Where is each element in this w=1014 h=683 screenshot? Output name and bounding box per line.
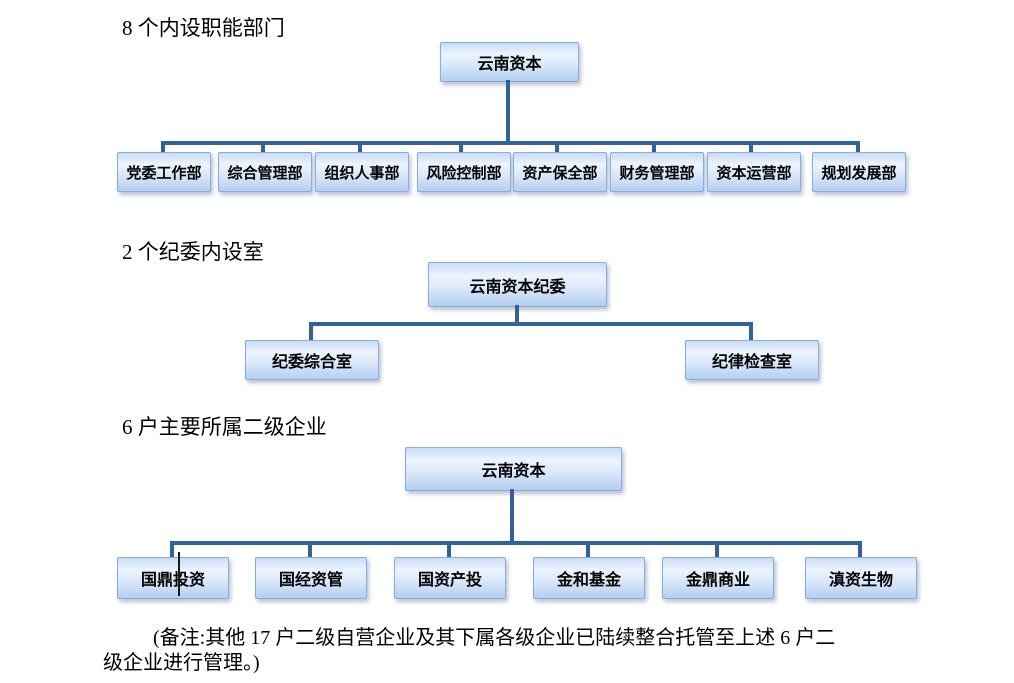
text-caret — [178, 552, 180, 596]
org-node-department: 财务管理部 — [610, 152, 704, 192]
org-node-department: 资本运营部 — [707, 152, 801, 192]
org-node-department: 风险控制部 — [417, 152, 511, 192]
org-node-department: 资产保全部 — [513, 152, 607, 192]
section-title-enterprises: 6 户主要所属二级企业 — [122, 415, 327, 439]
org-node-enterprise: 国鼎投资 — [117, 557, 229, 599]
connector-stub — [749, 326, 753, 340]
connector-bus — [170, 541, 862, 545]
org-node-root-discipline-committee: 云南资本纪委 — [428, 262, 607, 307]
connector-stub — [858, 545, 862, 557]
connector-stub — [715, 545, 719, 557]
connector-stub — [749, 145, 753, 152]
footnote: (备注:其他 17 户二级自营企业及其下属各级企业已陆续整合托管至上述 6 户二… — [103, 626, 923, 676]
footnote-line-2: 级企业进行管理。) — [103, 652, 260, 674]
section-title-discipline-offices: 2 个纪委内设室 — [122, 240, 264, 264]
section-title-departments: 8 个内设职能部门 — [122, 16, 285, 40]
connector-stub — [308, 545, 312, 557]
connector-vertical — [506, 80, 510, 141]
connector-stub — [358, 145, 362, 152]
connector-stub — [652, 145, 656, 152]
connector-stub — [555, 145, 559, 152]
org-node-office: 纪律检查室 — [685, 340, 819, 380]
org-node-enterprise: 金和基金 — [533, 557, 645, 599]
org-node-enterprise: 国经资管 — [255, 557, 367, 599]
connector-vertical — [515, 305, 519, 322]
connector-stub — [170, 545, 174, 557]
org-node-enterprise: 国资产投 — [394, 557, 506, 599]
org-node-department: 综合管理部 — [218, 152, 312, 192]
connector-bus — [161, 141, 860, 145]
org-node-root-yunnan-capital: 云南资本 — [440, 42, 579, 82]
org-node-department: 党委工作部 — [117, 152, 211, 192]
connector-bus — [309, 322, 753, 326]
org-node-root-yunnan-capital-2: 云南资本 — [405, 447, 622, 491]
org-node-enterprise: 滇资生物 — [805, 557, 917, 599]
connector-stub — [459, 145, 463, 152]
connector-stub — [161, 145, 165, 152]
org-node-office: 纪委综合室 — [245, 340, 379, 380]
org-node-enterprise: 金鼎商业 — [662, 557, 774, 599]
org-node-department: 规划发展部 — [812, 152, 906, 192]
connector-vertical — [510, 489, 514, 541]
connector-stub — [447, 545, 451, 557]
connector-stub — [309, 326, 313, 340]
org-node-department: 组织人事部 — [315, 152, 409, 192]
connector-stub — [261, 145, 265, 152]
footnote-line-1: (备注:其他 17 户二级自营企业及其下属各级企业已陆续整合托管至上述 6 户二 — [153, 627, 836, 649]
connector-stub — [856, 145, 860, 152]
connector-stub — [586, 545, 590, 557]
